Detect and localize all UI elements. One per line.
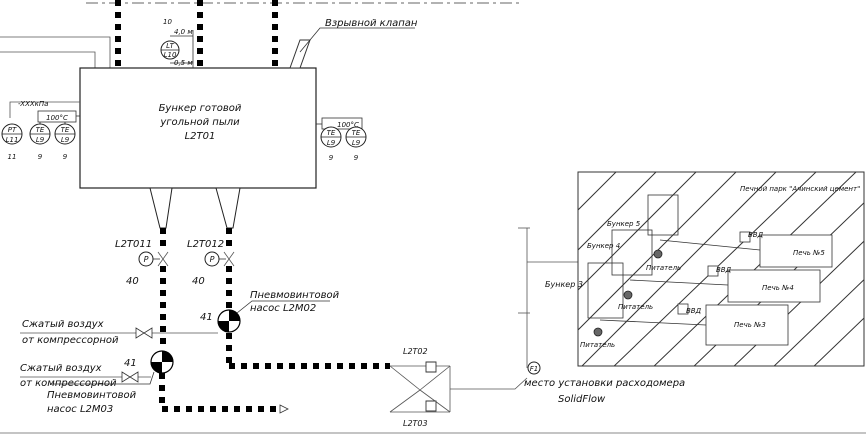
switch-valve-bottom <box>425 400 437 412</box>
vvd2-label: ВВД <box>716 266 732 274</box>
kiln3-label: Печь №3 <box>734 321 766 329</box>
level-low: 0,5 м <box>174 59 193 67</box>
bunker-tag: L2Т01 <box>185 131 216 142</box>
feeder-icon-1 <box>653 249 663 259</box>
pressure-line <box>9 101 80 118</box>
feed-line-second <box>0 51 96 68</box>
outlet-valve-2 <box>223 251 235 267</box>
te4-bottom: L9 <box>352 139 361 147</box>
flowmeter-symbol: F1 <box>530 365 538 373</box>
feeder-icon-3 <box>593 327 603 337</box>
pressure-gauge-icon-2 <box>204 251 220 267</box>
pump1-num: 41 <box>200 312 213 323</box>
air2-line2: от компрессорной <box>20 378 117 389</box>
level-gauge-num: L10 <box>164 51 177 59</box>
funnel-left <box>149 187 173 229</box>
te3-bottom: L9 <box>327 139 336 147</box>
te3-num: 9 <box>329 154 334 162</box>
pump-icon-2 <box>150 350 174 374</box>
te1-num: 9 <box>38 153 43 161</box>
pump-icon-1 <box>217 309 241 333</box>
pt-gauge-top: PT <box>8 126 17 134</box>
feeder-icon-2 <box>623 290 633 300</box>
switch-top-tag: L2Т02 <box>403 347 428 356</box>
flowmeter-icon <box>527 361 541 375</box>
flowmeter-line1: место установки расходомера <box>524 378 685 389</box>
level-gauge-top-num: 10 <box>163 18 172 26</box>
feeder3-label: Питатель <box>580 341 615 349</box>
te2-bottom: L9 <box>61 136 70 144</box>
furnace-area-title: Печной парк "Ачинский цемент" <box>740 185 860 193</box>
vvd3-label: ВВД <box>686 307 702 315</box>
level-high: 4,0 м <box>174 28 193 36</box>
bunker-title-line1: Бункер готовой <box>159 103 242 114</box>
pump2-num: 41 <box>124 358 137 369</box>
explosion-valve-leader <box>299 27 415 53</box>
funnel-right <box>215 187 241 229</box>
temp-left: 100°С <box>46 114 68 122</box>
air1-valve-icon <box>135 327 153 339</box>
pressure-gauge-icon-1 <box>138 251 154 267</box>
temp-right: 100°С <box>337 121 359 129</box>
to-flowmeter-line <box>450 377 528 390</box>
bunker5-label: Бункер 5 <box>607 220 641 228</box>
pg1-num: 40 <box>126 276 139 287</box>
switch-bottom-tag: L2Т03 <box>403 419 428 428</box>
temp-box-right <box>321 117 363 130</box>
kiln4-label: Печь №4 <box>762 284 794 292</box>
outlet-valve-1 <box>157 251 169 267</box>
bunker3-label: Бункер 3 <box>545 280 583 289</box>
outlet2-tag: L2Т012 <box>187 239 224 250</box>
feeder1-label: Питатель <box>646 264 681 272</box>
pump2-leader <box>50 371 155 385</box>
bunker4-label: Бункер 4 <box>587 242 620 250</box>
te2-top: TE <box>61 126 70 134</box>
air1-line2: от компрессорной <box>22 335 119 346</box>
te4-num: 9 <box>354 154 359 162</box>
pump1-line1: Пневмовинтовой <box>250 290 340 301</box>
pump2-line2: насос L2М03 <box>47 404 113 415</box>
pressure-note: -XXXкПа <box>18 100 48 108</box>
air2-line1: Сжатый воздух <box>20 363 102 374</box>
te3-top: TE <box>327 129 336 137</box>
pump2-line1: Пневмовинтовой <box>47 390 137 401</box>
pg2-num: 40 <box>192 276 205 287</box>
air2-valve-icon <box>121 371 139 383</box>
pg1-symbol: P <box>144 255 149 264</box>
te2-num: 9 <box>63 153 68 161</box>
pt-gauge-num: 11 <box>8 153 17 161</box>
flowmeter-line2: SolidFlow <box>558 394 606 405</box>
feed-line-top <box>0 36 111 68</box>
furnace-area <box>577 171 865 367</box>
air1-line1: Сжатый воздух <box>22 319 104 330</box>
te1-top: TE <box>36 126 45 134</box>
temp-box-left <box>37 110 77 123</box>
kiln5-label: Печь №5 <box>793 249 825 257</box>
pg2-symbol: P <box>210 255 215 264</box>
te4-top: TE <box>352 129 361 137</box>
explosion-valve-label: Взрывной клапан <box>325 18 418 29</box>
pump1-leader <box>236 300 330 314</box>
pump1-line2: насос L2М02 <box>250 303 316 314</box>
vvd1-label: ВВД <box>748 231 764 239</box>
outlet1-tag: L2Т011 <box>115 239 152 250</box>
bunker-box <box>79 67 317 189</box>
level-gauge-code: LT <box>166 42 174 50</box>
switch-valve-top <box>425 361 437 373</box>
bunker-title-line2: угольной пыли <box>159 117 240 128</box>
pt-gauge-bottom: L11 <box>6 136 19 144</box>
te1-bottom: L9 <box>36 136 45 144</box>
feeder2-label: Питатель <box>618 303 653 311</box>
switch-box <box>389 365 451 413</box>
pipe-end-arrow <box>279 404 289 414</box>
